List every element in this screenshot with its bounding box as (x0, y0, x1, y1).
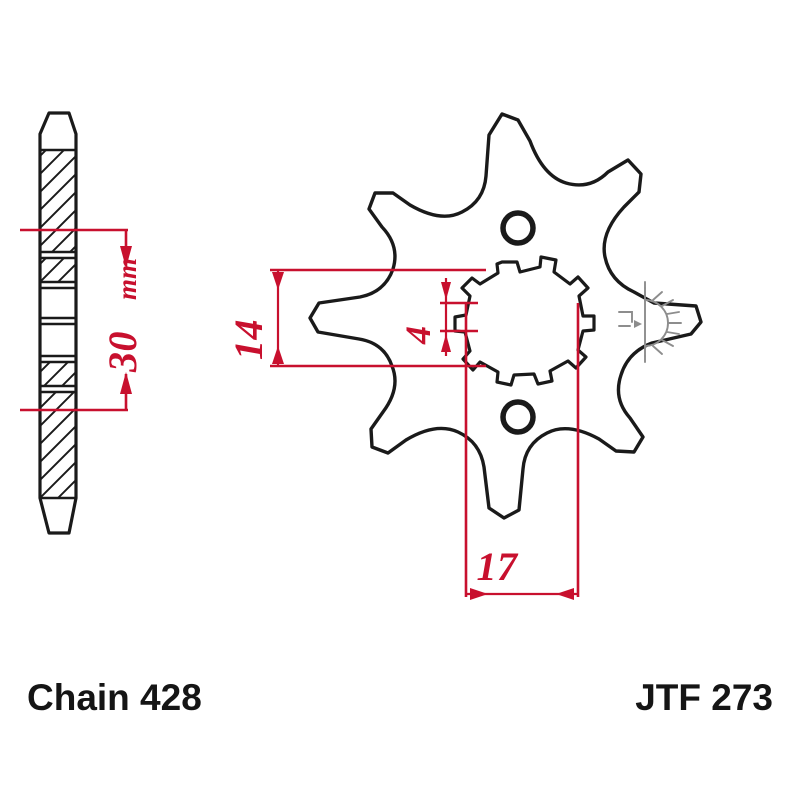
dim-4-arrow-bottom (441, 334, 451, 352)
dim-14-value: 14 (226, 319, 271, 360)
dim-30mm-unit: mm (112, 258, 142, 300)
dim-14-arrow-bottom (272, 346, 284, 364)
dim-17-value: 17 (477, 544, 520, 589)
dimension-17: 17 (464, 303, 580, 600)
bolt-hole-upper (500, 210, 536, 246)
bolt-hole-lower (500, 399, 536, 435)
side-view-hatching-upper-band (40, 258, 76, 282)
side-view-section-bands (40, 148, 76, 500)
finish-mark-leader (618, 311, 633, 323)
dim-30mm-arrow-top (120, 246, 132, 268)
side-view-hatching-upper (40, 150, 76, 252)
side-view-hatching-lower-band (40, 362, 76, 386)
front-view-sprocket (308, 112, 703, 520)
finish-mark-arrow (634, 320, 642, 328)
dimension-14: 14 (226, 268, 486, 368)
dim-17-arrow-right (556, 588, 574, 600)
surface-finish-sunburst-icon (618, 281, 682, 363)
dim-14-arrow-top (272, 272, 284, 290)
part-code-label: JTF 273 (635, 677, 773, 718)
dimension-30mm: 30 mm (20, 228, 145, 412)
dim-4-arrow-top (441, 282, 451, 300)
side-section-view (38, 111, 78, 535)
side-view-hatching-lower (40, 392, 76, 498)
dim-17-arrow-left (470, 588, 488, 600)
dim-30mm-value: 30 (100, 331, 145, 373)
dimension-4: 4 (398, 278, 478, 356)
dim-4-value: 4 (398, 326, 438, 345)
dim-30mm-arrow-bottom (120, 372, 132, 394)
chain-label: Chain 428 (27, 677, 202, 718)
